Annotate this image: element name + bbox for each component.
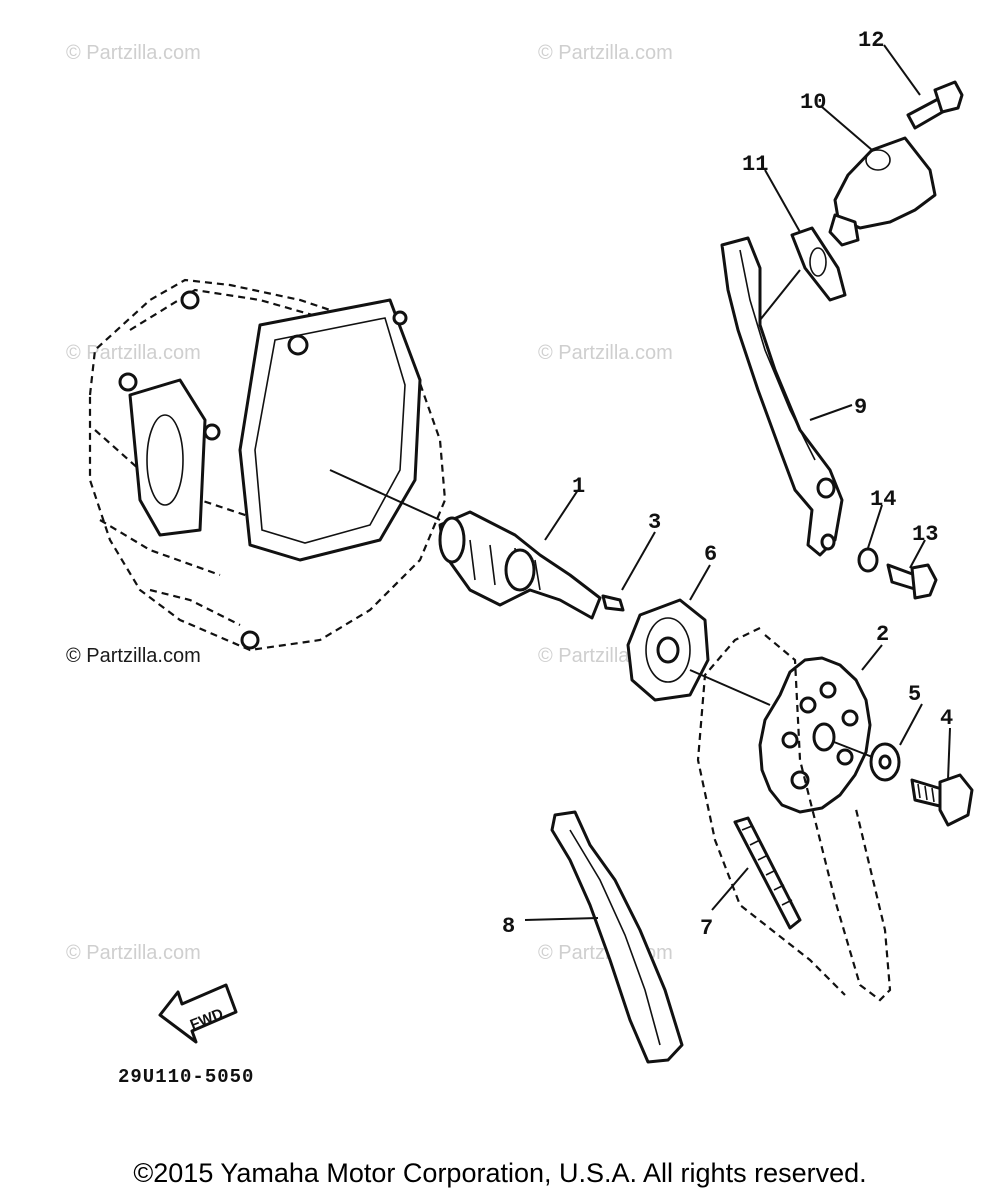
chain-guide <box>550 810 684 1064</box>
callout-5: 5 <box>908 682 921 707</box>
tensioner-guide <box>720 236 844 557</box>
callout-2: 2 <box>876 622 889 647</box>
callout-4: 4 <box>940 706 953 731</box>
watermark: © Partzilla.com <box>66 342 201 364</box>
callout-1: 1 <box>572 474 585 499</box>
watermark: © Partzilla.com <box>538 42 673 64</box>
watermark-dark: © Partzilla.com <box>66 645 201 667</box>
callout-11: 11 <box>742 152 768 177</box>
watermark: © Partzilla.com <box>66 42 201 64</box>
callout-12: 12 <box>858 28 884 53</box>
leader-lines <box>524 44 951 921</box>
cam-sprocket <box>758 656 881 814</box>
tensioner-bolt <box>906 80 964 130</box>
part-code: 29U110-5050 <box>118 1066 255 1088</box>
callout-3: 3 <box>648 510 661 535</box>
forward-arrow: FWD <box>158 983 238 1044</box>
cylinder-head <box>88 278 447 652</box>
sprocket-washer <box>869 742 901 782</box>
callout-numbers: 1 2 3 4 5 6 7 8 9 10 11 12 13 14 <box>502 28 953 941</box>
dowel-pin <box>601 594 625 612</box>
callout-13: 13 <box>912 522 938 547</box>
watermark: © Partzilla.com <box>538 342 673 364</box>
callout-8: 8 <box>502 914 515 939</box>
sprocket-bolt <box>910 773 974 827</box>
callout-9: 9 <box>854 395 867 420</box>
cam-weight <box>626 598 771 706</box>
tensioner-gasket <box>759 226 847 321</box>
watermark: © Partzilla.com <box>66 942 201 964</box>
chain-tensioner <box>828 136 937 247</box>
timing-chain <box>696 627 892 1002</box>
copyright-footer: ©2015 Yamaha Motor Corporation, U.S.A. A… <box>133 1158 867 1188</box>
callout-10: 10 <box>800 90 826 115</box>
callout-7: 7 <box>700 916 713 941</box>
camshaft <box>438 510 602 620</box>
guide-bolt <box>886 563 938 600</box>
callout-6: 6 <box>704 542 717 567</box>
guide-washer <box>857 547 879 573</box>
callout-14: 14 <box>870 487 896 512</box>
